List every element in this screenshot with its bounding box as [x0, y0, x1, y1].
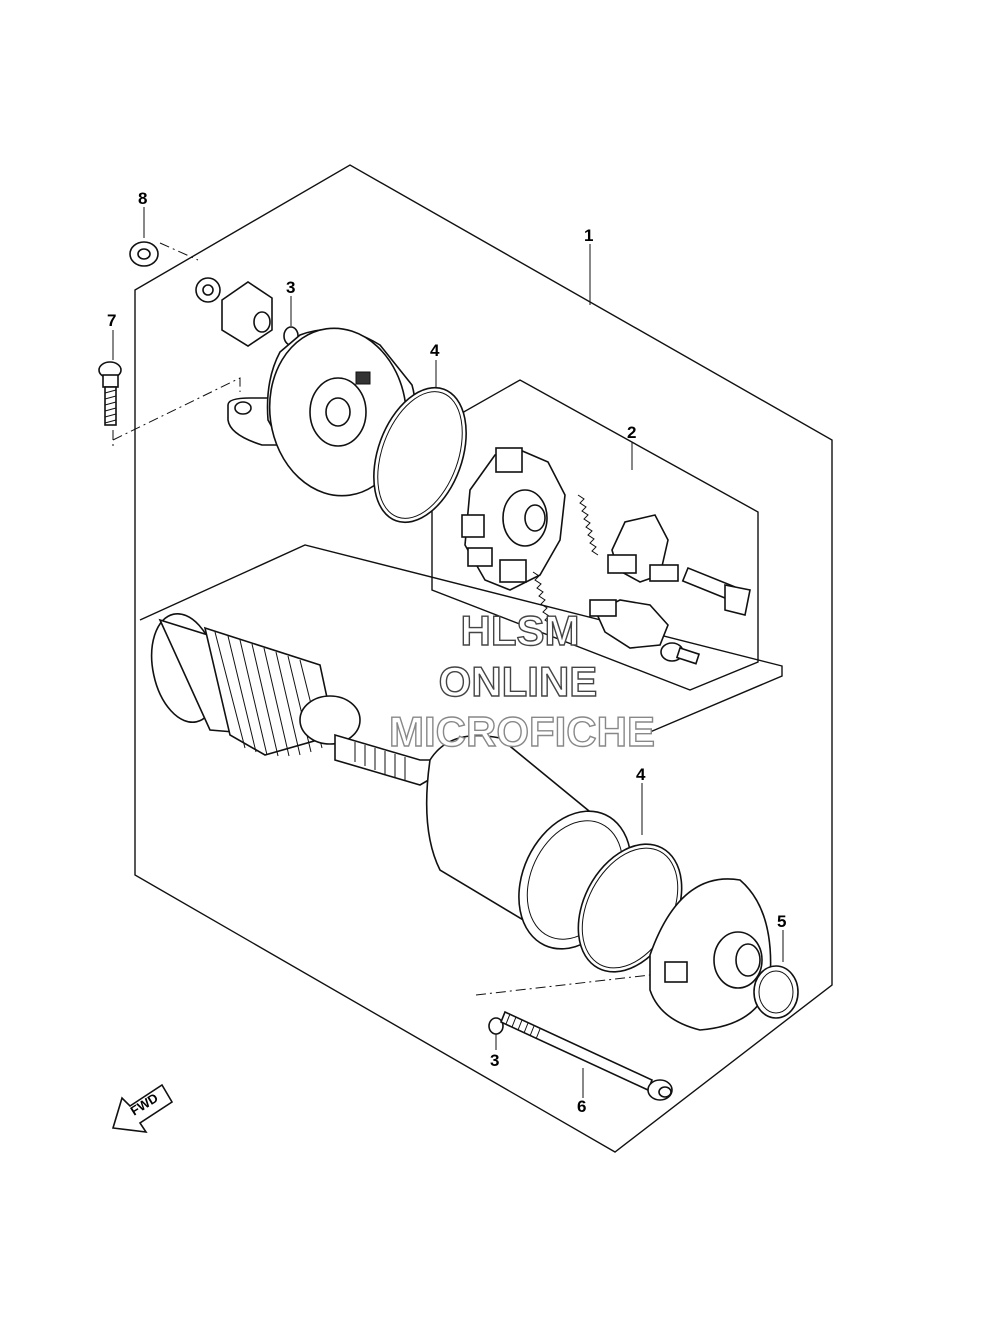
callout-3-top: 3: [286, 278, 295, 297]
watermark: HLSM ONLINE MICROFICHE: [388, 606, 655, 755]
brush-terminals: [589, 514, 751, 665]
leader-lines: [112, 207, 784, 1098]
callout-6: 6: [577, 1097, 586, 1116]
callouts: 1 2 3 4 5 6 7 8 3 4: [107, 189, 786, 1116]
callout-8: 8: [138, 189, 147, 208]
callout-2: 2: [627, 423, 636, 442]
flange-nut-part-8: [129, 241, 159, 267]
callout-7: 7: [107, 311, 116, 330]
watermark-line-1: HLSM: [461, 607, 580, 654]
front-housing: [649, 878, 772, 1031]
brush-springs: [532, 494, 599, 625]
terminal-insulator: [195, 277, 273, 347]
bolt-part-7: [98, 361, 122, 426]
watermark-line-2: ONLINE: [439, 658, 598, 705]
callout-4-lower: 4: [636, 765, 646, 784]
assembly-boundary: [134, 164, 833, 1153]
brush-holder-plate: [461, 447, 566, 591]
callout-4-upper: 4: [430, 341, 440, 360]
o-ring-part-3-bottom: [488, 1017, 504, 1035]
armature: [150, 612, 433, 786]
callout-3-bottom: 3: [490, 1051, 499, 1070]
o-ring-part-5: [753, 965, 799, 1019]
callout-1: 1: [584, 226, 593, 245]
brush-holder-group-boundary: [431, 379, 759, 691]
watermark-line-3: MICROFICHE: [389, 708, 655, 755]
callout-5: 5: [777, 912, 786, 931]
through-bolt-part-6: [499, 1010, 673, 1101]
armature-group-boundary: [139, 544, 783, 733]
o-ring-part-4-upper: [373, 386, 467, 524]
fwd-arrow-icon: FWD: [111, 1083, 174, 1134]
